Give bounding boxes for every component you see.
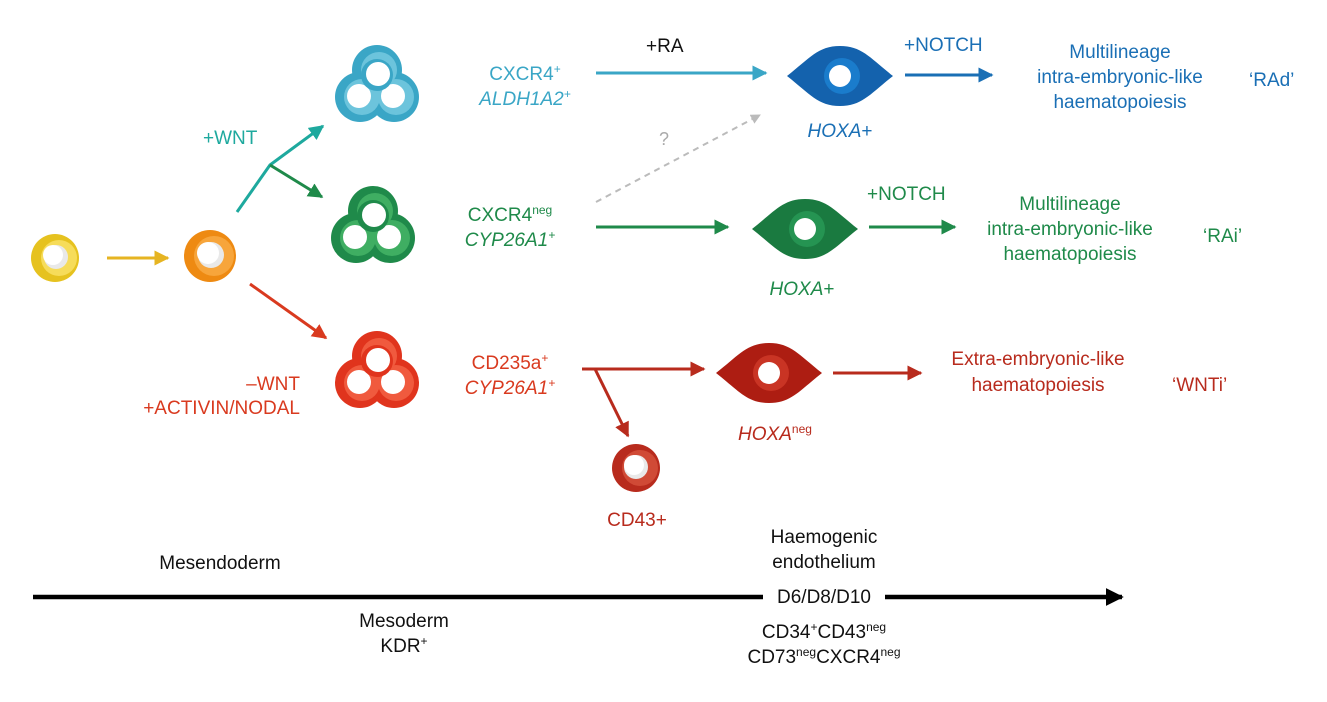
program-wnti: ‘WNTi’ [1172, 375, 1228, 396]
outcome-top-line3: haematopoiesis [1053, 92, 1187, 113]
kdr-label: KDR+ [380, 634, 428, 657]
outcome-middle-line2: intra-embryonic-like [987, 219, 1153, 240]
outcome-bottom-line1: Extra-embryonic-like [951, 349, 1125, 370]
top-marker-line2: ALDH1A2+ [479, 87, 571, 110]
hoxa-positive-endothelial-cell-top [787, 46, 893, 106]
surface-markers-line2: CD73negCXCR4neg [747, 645, 901, 668]
outcome-bottom-line2: haematopoiesis [971, 375, 1105, 396]
middle-marker-line2: CYP26A1+ [464, 228, 556, 251]
hoxa-middle-label: HOXA+ [769, 279, 835, 300]
haemogenic-label: Haemogenic [770, 527, 878, 548]
outcome-top-line2: intra-embryonic-like [1037, 67, 1203, 88]
hoxa-top-label: HOXA+ [807, 121, 873, 142]
cd43-positive-cell [612, 444, 660, 492]
middle-marker-line1: CXCR4neg [467, 203, 553, 226]
activin-nodal-label: +ACTIVIN/NODAL [143, 398, 300, 419]
arrow-minus-wnt-to-red [249, 282, 328, 340]
outcome-middle-line1: Multilineage [1019, 194, 1121, 215]
hoxa-neg-label: HOXAneg [738, 422, 812, 445]
notch-top-label: +NOTCH [904, 35, 983, 56]
mesendoderm-label: Mesendoderm [159, 553, 281, 574]
bottom-marker-line1: CD235a+ [471, 351, 549, 374]
minus-wnt-label: –WNT [246, 374, 300, 395]
cd235a-positive-cell-cluster [335, 331, 419, 408]
bottom-marker-line2: CYP26A1+ [464, 376, 556, 399]
hoxa-positive-endothelial-cell-middle [752, 199, 858, 259]
timepoints-label: D6/D8/D10 [777, 587, 871, 608]
outcome-top-line1: Multilineage [1069, 42, 1171, 63]
cxcr4-positive-cell-cluster [335, 45, 419, 122]
mesoderm-label: Mesoderm [359, 611, 449, 632]
arrow-red-to-cd43 [593, 368, 630, 438]
cd43-label: CD43+ [607, 510, 667, 531]
wnt-label: +WNT [203, 128, 258, 149]
endothelium-label: endothelium [772, 552, 876, 573]
outcome-middle-line3: haematopoiesis [1003, 244, 1137, 265]
cxcr4-neg-cell-cluster [331, 186, 415, 263]
arrow-wnt-to-green [269, 163, 324, 199]
arrow-unknown-crossover [595, 114, 761, 203]
ra-label: +RA [646, 36, 684, 57]
program-rad: ‘RAd’ [1249, 70, 1295, 91]
surface-markers-line1: CD34+CD43neg [761, 620, 887, 643]
mesendoderm-cell [31, 234, 79, 282]
timeline-days-gap [763, 586, 885, 608]
unknown-label: ? [659, 129, 670, 149]
hoxa-neg-endothelial-cell [716, 343, 822, 403]
mesoderm-cell [184, 230, 236, 282]
notch-middle-label: +NOTCH [867, 184, 946, 205]
top-marker-line1: CXCR4+ [489, 62, 561, 85]
program-rai: ‘RAi’ [1203, 226, 1243, 247]
